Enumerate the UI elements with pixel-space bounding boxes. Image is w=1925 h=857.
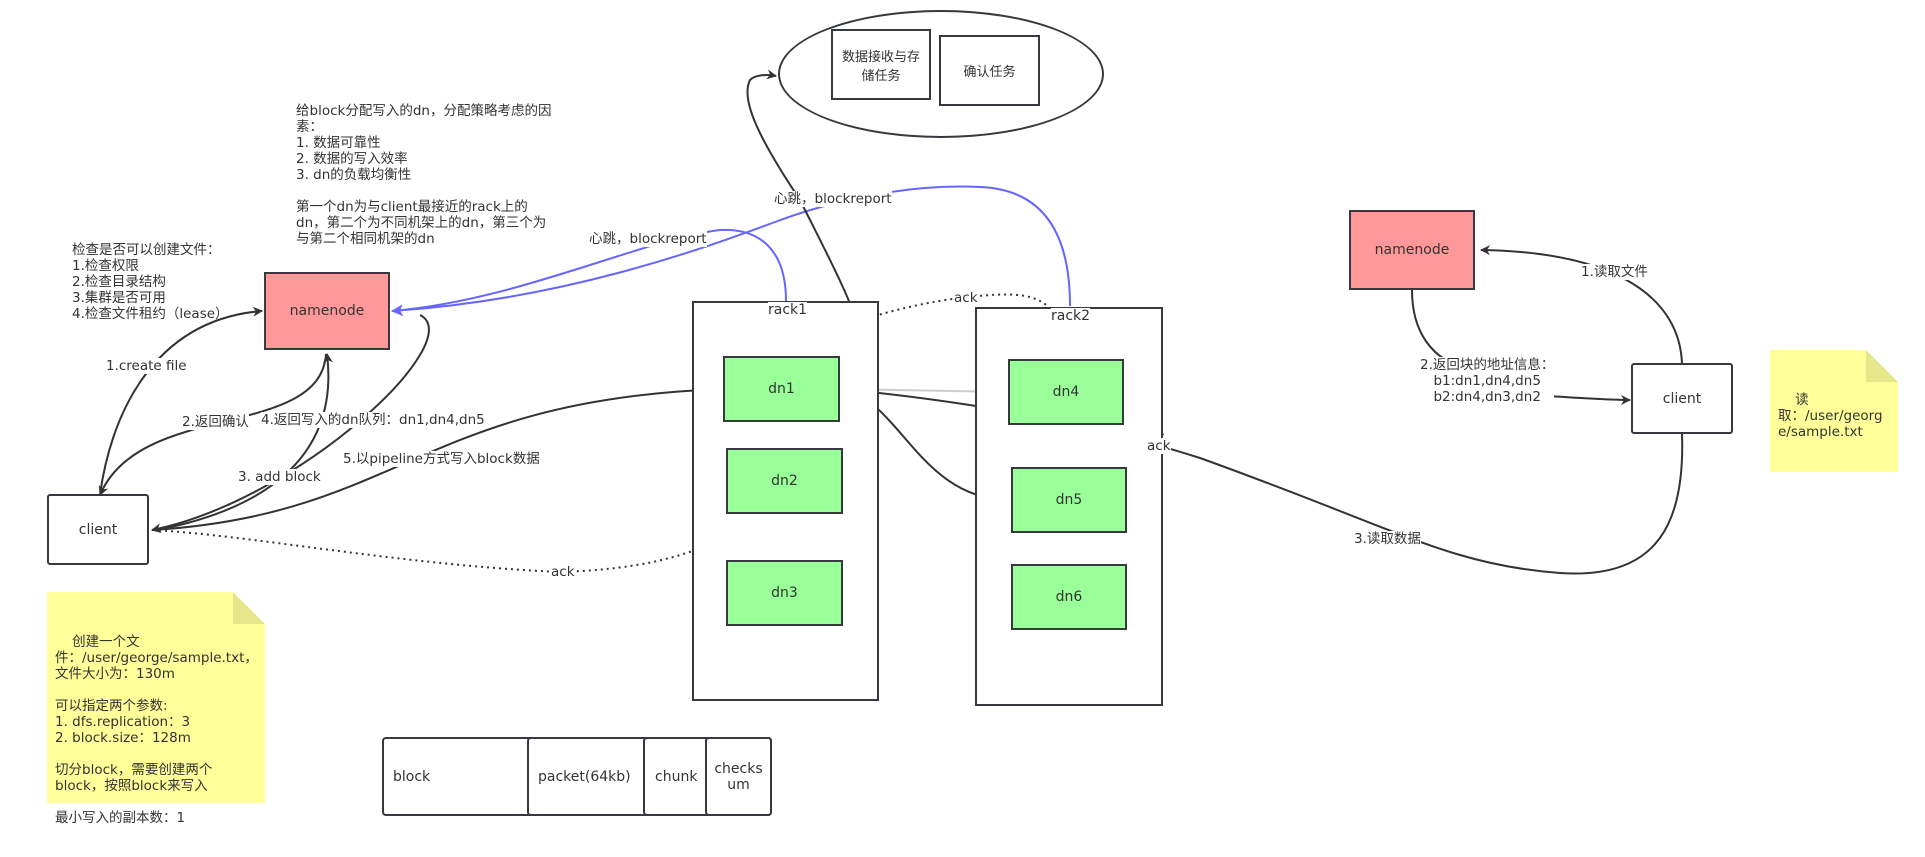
datanode-dn4[interactable]: dn4 xyxy=(1008,359,1124,425)
structure-block-label: block xyxy=(393,768,431,785)
client-left[interactable]: client xyxy=(47,494,149,565)
rack2-label: rack2 xyxy=(1051,308,1091,324)
edge-read-file xyxy=(1480,245,1683,365)
label-ack-right: ack xyxy=(1147,438,1171,454)
datanode-dn2[interactable]: dn2 xyxy=(726,448,843,514)
datanode-dn6[interactable]: dn6 xyxy=(1011,564,1127,630)
namenode-left[interactable]: namenode xyxy=(264,272,390,350)
label-pipeline: 5.以pipeline方式写入block数据 xyxy=(343,451,540,467)
client-right[interactable]: client xyxy=(1631,363,1733,434)
edge-return-addr-2 xyxy=(1547,394,1631,405)
task-confirm[interactable]: 确认任务 xyxy=(939,35,1040,106)
namenode-right[interactable]: namenode xyxy=(1349,210,1475,290)
label-read-data: 3.读取数据 xyxy=(1354,531,1421,547)
rack1-label: rack1 xyxy=(768,302,808,318)
structure-checksum: checks um xyxy=(705,737,772,816)
write-note: 创建一个文 件：/user/george/sample.txt， 文件大小为：1… xyxy=(47,592,265,826)
label-return-dn: 4.返回写入的dn队列：dn1,dn4,dn5 xyxy=(261,412,485,428)
label-ack-top: ack xyxy=(954,290,978,306)
label-read-file: 1.读取文件 xyxy=(1581,264,1648,280)
structure-packet-label: packet(64kb) xyxy=(538,768,631,785)
datanode-dn3[interactable]: dn3 xyxy=(726,560,843,626)
label-create-file: 1.create file xyxy=(106,358,187,374)
datanode-dn5[interactable]: dn5 xyxy=(1011,467,1127,533)
structure-chunk-label: chunk xyxy=(655,768,698,785)
task-data-receive[interactable]: 数据接收与存 储任务 xyxy=(831,29,931,100)
read-note-text: 读 取：/user/georg e/sample.txt xyxy=(1778,392,1883,440)
label-heartbeat-top: 心跳，blockreport xyxy=(774,191,892,207)
block-assign-text: 给block分配写入的dn，分配策略考虑的因 素： 1. 数据可靠性 2. 数据… xyxy=(296,103,552,247)
write-note-text: 创建一个文 件：/user/george/sample.txt， 文件大小为：1… xyxy=(55,634,258,826)
edge-create-file xyxy=(99,306,263,496)
label-add-block: 3. add block xyxy=(238,469,321,485)
label-return-addr: 2.返回块的地址信息： b1:dn1,dn4,dn5 b2:dn4,dn3,dn… xyxy=(1420,357,1555,405)
label-ack-client: ack xyxy=(551,564,575,580)
check-create-text: 检查是否可以创建文件： 1.检查权限 2.检查目录结构 3.集群是否可用 4.检… xyxy=(72,242,229,322)
datanode-dn1[interactable]: dn1 xyxy=(723,356,840,422)
read-note: 读 取：/user/georg e/sample.txt xyxy=(1770,350,1898,472)
note-fold xyxy=(233,592,265,624)
edge-read-data xyxy=(841,384,1684,575)
label-return-confirm: 2.返回确认 xyxy=(182,414,249,430)
structure-checksum-label: checks um xyxy=(714,760,763,793)
label-heartbeat-left: 心跳，blockreport xyxy=(589,231,707,247)
read-note-fold xyxy=(1866,350,1898,382)
